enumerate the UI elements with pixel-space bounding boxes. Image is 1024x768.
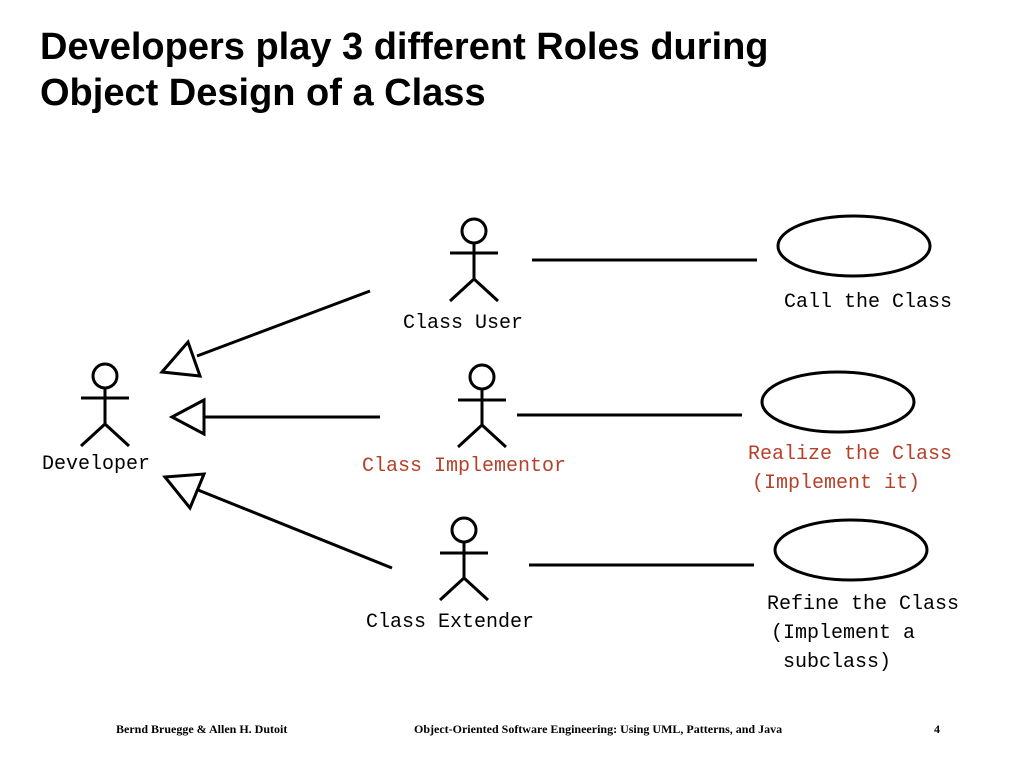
- use-case-call-the-class[interactable]: [776, 214, 932, 278]
- generalization-class-extender: [162, 472, 393, 570]
- generalization-class-implementor: [168, 397, 380, 437]
- use-case-realize-label-line-1: Realize the Class: [748, 443, 952, 466]
- actor-class-extender-right-leg: [462, 576, 490, 602]
- actor-class-implementor-right-leg: [480, 423, 508, 449]
- actor-class-user[interactable]: [448, 217, 500, 303]
- generalization-class-extender-arrowhead: [162, 472, 207, 511]
- use-case-call-label-line-1: Call the Class: [784, 291, 952, 314]
- footer-authors: Bernd Bruegge & Allen H. Dutoit: [116, 722, 288, 736]
- actor-class-extender[interactable]: [438, 516, 490, 602]
- actor-developer-label: Developer: [42, 453, 150, 476]
- slide-title-line-2: Object Design of a Class: [40, 72, 486, 114]
- use-case-refine-label-line-1: Refine the Class: [767, 593, 959, 616]
- generalization-class-user-arrowhead: [158, 339, 203, 378]
- slide-title-line-1: Developers play 3 different Roles during: [40, 26, 769, 68]
- use-case-call-label: Call the Class: [784, 291, 952, 314]
- use-case-refine-label-line-2: (Implement a: [771, 622, 915, 645]
- actor-class-implementor-head: [468, 363, 496, 391]
- generalization-class-user: [158, 289, 371, 378]
- use-case-realize-the-class[interactable]: [760, 370, 916, 434]
- generalization-class-user-line: [196, 289, 371, 358]
- actor-class-user-left-leg: [448, 277, 476, 303]
- slide-title: Developers play 3 different Roles during…: [40, 24, 940, 116]
- actor-developer-left-leg: [79, 422, 107, 448]
- actor-class-user-right-leg: [472, 277, 500, 303]
- footer-page-number: 4: [934, 722, 940, 736]
- actor-class-extender-head: [450, 516, 478, 544]
- actor-class-implementor-label: Class Implementor: [362, 455, 566, 478]
- use-case-realize-label-line-2: (Implement it): [752, 472, 920, 495]
- actor-class-extender-left-leg: [438, 576, 466, 602]
- use-case-realize-label: Realize the Class (Implement it): [748, 443, 964, 495]
- actor-class-user-label: Class User: [403, 312, 523, 335]
- actor-developer-head: [91, 362, 119, 390]
- use-case-refine-label-line-3: subclass): [771, 651, 891, 674]
- generalization-class-extender-line: [197, 488, 393, 570]
- generalization-class-implementor-arrowhead: [168, 397, 206, 437]
- actor-class-extender-label: Class Extender: [366, 611, 534, 634]
- footer-book-title: Object-Oriented Software Engineering: Us…: [414, 722, 783, 736]
- actor-developer[interactable]: [79, 362, 131, 448]
- actor-class-implementor[interactable]: [456, 363, 508, 449]
- actor-class-user-head: [460, 217, 488, 245]
- use-case-refine-label: Refine the Class (Implement a subclass): [767, 593, 1019, 674]
- actor-class-implementor-left-leg: [456, 423, 484, 449]
- use-case-refine-the-class[interactable]: [773, 518, 929, 582]
- actor-developer-right-leg: [103, 422, 131, 448]
